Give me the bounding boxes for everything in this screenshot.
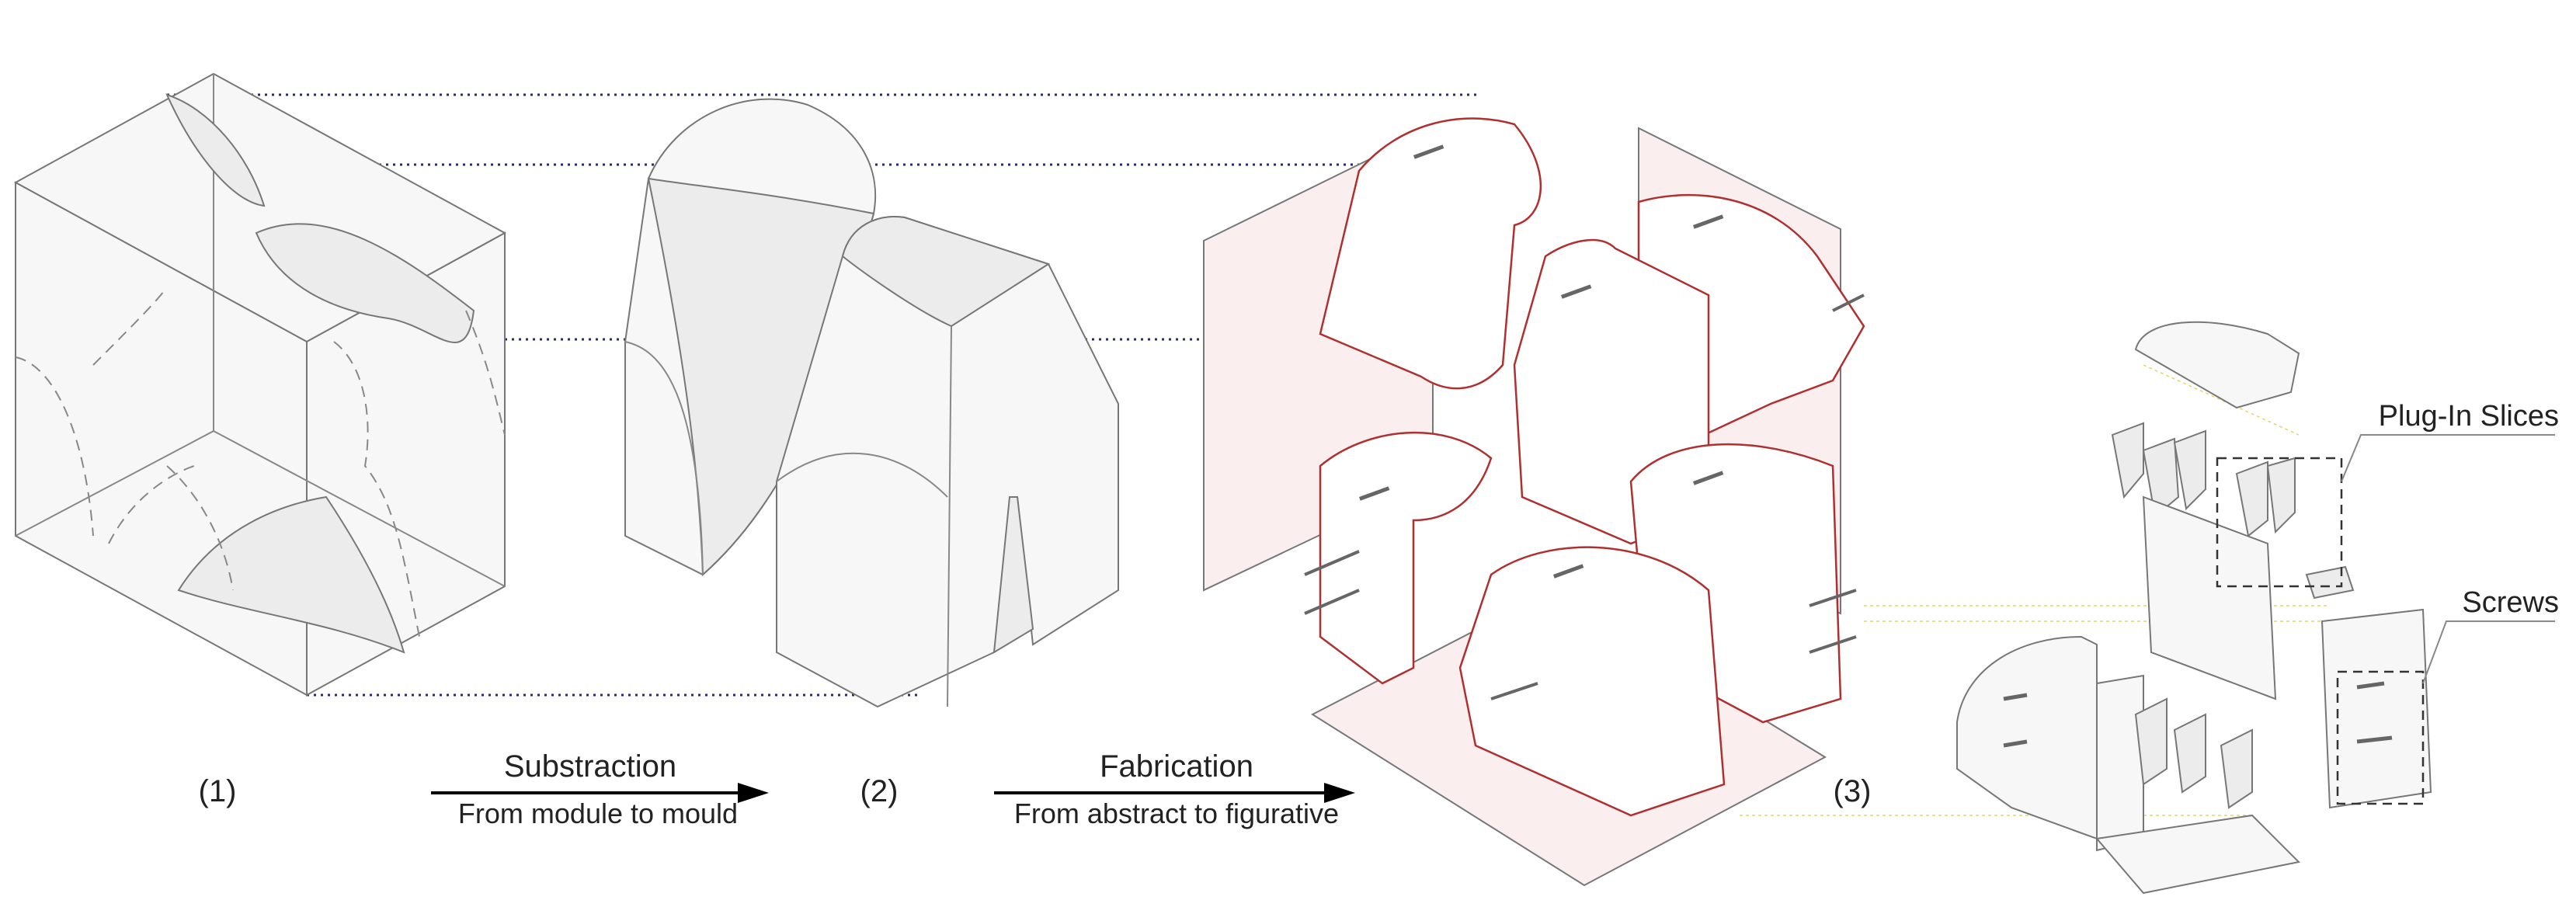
arrow-head (738, 783, 769, 803)
hidden-contour-2 (92, 287, 168, 366)
exploded-detail (1740, 321, 2555, 895)
plug-slice (2111, 422, 2144, 499)
panel-bottom (2095, 814, 2301, 895)
slot (1358, 486, 1390, 501)
screw (2003, 693, 2028, 701)
timber-module-4 (1319, 431, 1493, 685)
plug-slice (2134, 697, 2168, 786)
screw (1304, 589, 1360, 615)
plug-slice (2305, 565, 2355, 600)
fabricated-assembly (1203, 117, 1865, 887)
void-lower (177, 495, 405, 654)
void-top-center (255, 223, 475, 343)
screw (1809, 635, 1857, 654)
hidden-contour-4 (333, 341, 420, 638)
plug-slice (2173, 429, 2206, 511)
arrow-substraction: Substraction From module to mould (431, 749, 769, 829)
arrow-title: Substraction (504, 749, 676, 784)
arrow-subtitle: From module to mould (458, 798, 738, 829)
void-top-left (165, 93, 266, 207)
step-label-1: (1) (199, 774, 237, 808)
hidden-contour-5 (465, 310, 506, 436)
screws-group (1304, 294, 1865, 700)
timber-module-1 (1319, 117, 1542, 390)
mould-pieces (624, 98, 1119, 708)
plug-slice (2235, 460, 2268, 537)
hidden-contour-6 (166, 465, 234, 591)
screw (2356, 681, 2385, 690)
screw (1809, 589, 1857, 607)
module-cube (13, 72, 507, 697)
plug-slice (2220, 728, 2253, 809)
screws-label: Screws (2462, 586, 2559, 619)
mould-right-curve (776, 452, 948, 498)
slot (1552, 564, 1584, 579)
panel-round (1956, 635, 2098, 840)
mould-left-side (647, 177, 875, 577)
step-label-2: (2) (860, 774, 899, 808)
mould-right-edge (947, 325, 952, 707)
cube-hidden-edge-2 (213, 430, 506, 587)
screw (2356, 735, 2393, 744)
plug-slice (2142, 437, 2180, 518)
panel-side (2096, 674, 2144, 852)
slot (1693, 471, 1724, 485)
panel-main (2142, 495, 2277, 700)
plug-slice (2266, 457, 2296, 534)
screw (2003, 739, 2028, 748)
arrow-subtitle: From abstract to figurative (1014, 798, 1339, 829)
plug-slice (2173, 713, 2206, 794)
hidden-contour-1 (15, 356, 94, 537)
mould-left-curve (624, 341, 704, 575)
plug-in-callout-box (2216, 457, 2343, 588)
cap-slice (2134, 321, 2300, 409)
screw (1304, 550, 1360, 576)
panel-right (2320, 608, 2432, 809)
screws-detail (2003, 681, 2393, 748)
screws-leader (2422, 620, 2555, 684)
screw (1490, 682, 1538, 700)
mould-right-notch (993, 496, 1034, 654)
slot (1413, 144, 1444, 159)
arrow-title: Fabrication (1100, 749, 1253, 784)
plug-in-leader (2341, 434, 2555, 482)
step-label-3: (3) (1834, 774, 1872, 808)
plug-in-label: Plug-In Slices (2379, 400, 2559, 433)
slot (1693, 214, 1724, 229)
screw (1832, 294, 1865, 312)
arrow-head (1324, 783, 1355, 803)
hidden-contour-3 (108, 465, 195, 544)
arrow-fabrication: Fabrication From abstract to figurative (994, 749, 1355, 829)
slot (1561, 284, 1592, 299)
timber-module-6 (1458, 546, 1726, 817)
